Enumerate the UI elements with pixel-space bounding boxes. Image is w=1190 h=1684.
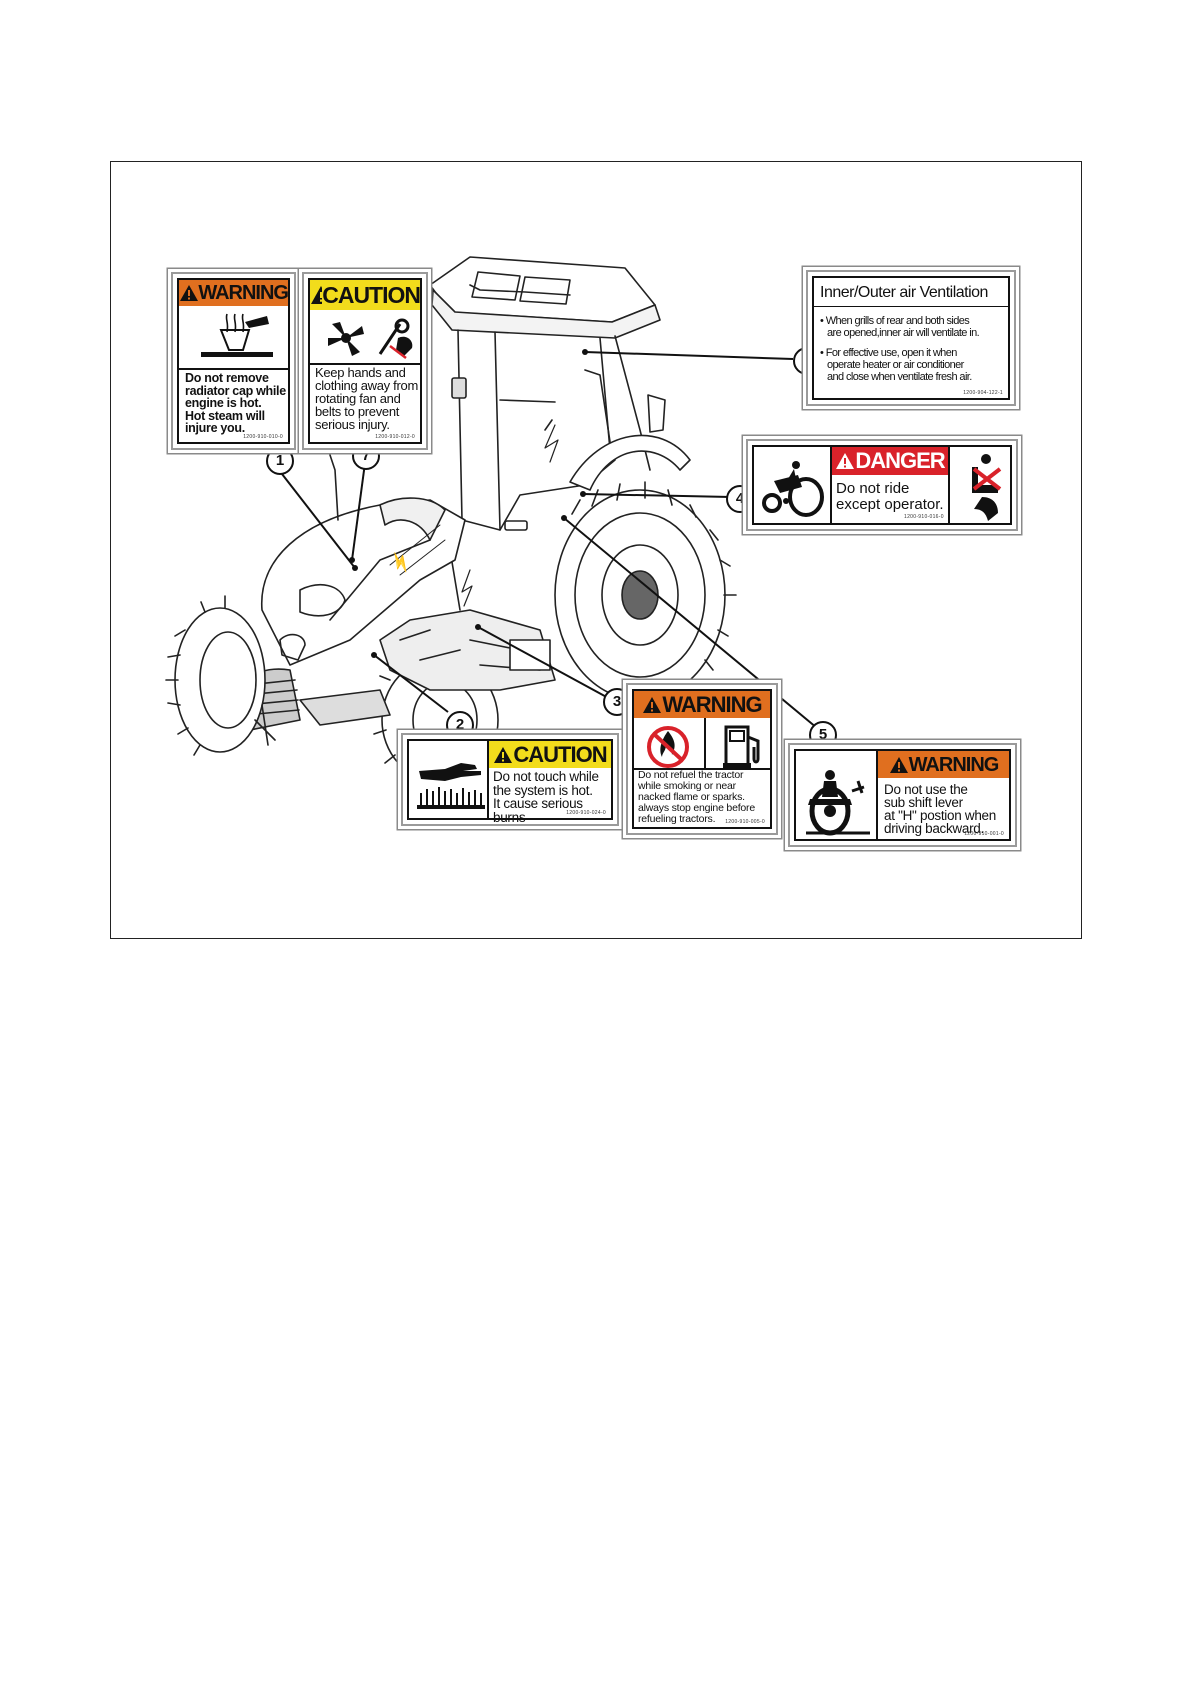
figure-frame	[110, 161, 1082, 939]
alert-triangle-icon	[311, 286, 323, 304]
warning-header: WARNING	[179, 280, 289, 306]
label-2-code: 1200-910-024-0	[566, 810, 606, 816]
danger-header: DANGER	[832, 447, 948, 475]
label-1-code: 1200-910-010-0	[243, 434, 283, 440]
ventilation-bullet-2: • For effective use, open it when operat…	[820, 347, 972, 383]
alert-triangle-icon	[836, 453, 855, 469]
ventilation-bullet-1: • When grills of rear and both sides are…	[820, 315, 980, 339]
tractor-rider-icon	[758, 457, 828, 526]
label-6-code: 1200-904-122-1	[963, 390, 1003, 396]
fan-belt-hand-icon	[320, 316, 420, 365]
label-5-code: 1200-910-001-0	[964, 831, 1004, 837]
callout-1: 1	[266, 447, 294, 475]
label-3-code: 1200-910-005-0	[725, 819, 765, 825]
ventilation-title: Inner/Outer air Ventilation	[814, 284, 1008, 307]
caution-header: CAUTION	[489, 741, 611, 768]
no-passenger-icon	[964, 453, 1008, 528]
alert-triangle-icon	[889, 756, 908, 773]
warning-header: WARNING	[878, 751, 1009, 778]
hot-surface-hand-icon	[415, 755, 487, 816]
tractor-reverse-icon	[800, 763, 876, 844]
warning-header: WARNING	[634, 691, 770, 718]
label-4-code: 1200-910-016-0	[904, 514, 944, 520]
safety-label-6: Inner/Outer air Ventilation • When grill…	[806, 270, 1016, 406]
alert-triangle-icon	[180, 285, 198, 301]
alert-triangle-icon	[643, 696, 662, 713]
no-flame-icon	[642, 723, 694, 776]
fuel-pump-icon	[720, 723, 768, 776]
radiator-steam-icon	[199, 312, 275, 367]
caution-header: CAUTION	[310, 280, 421, 310]
alert-triangle-icon	[494, 746, 513, 763]
label-7-code: 1200-910-012-0	[375, 434, 415, 440]
